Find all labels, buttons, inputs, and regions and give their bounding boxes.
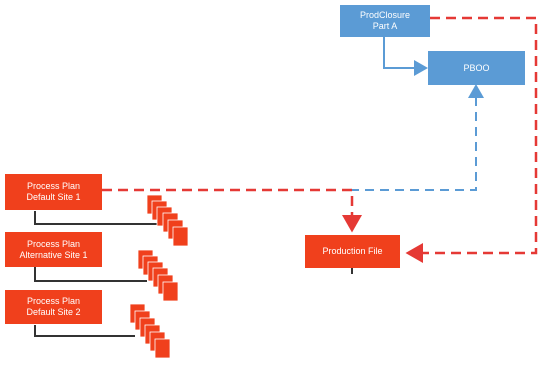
process-plan-alternative-site-1-label: Process Plan Alternative Site 1 <box>19 238 88 260</box>
processplan-to-pboo-dashed-link <box>350 84 484 191</box>
production-file-node: Production File <box>305 235 400 268</box>
prodclosure-label: ProdClosure Part A <box>359 10 411 31</box>
pboo-label: PBOO <box>463 62 490 73</box>
process-plan-default-site-2-node: Process Plan Default Site 2 <box>5 290 102 324</box>
prodclosure-to-pboo-link <box>383 37 428 76</box>
process-plan-default-site-1-label: Process Plan Default Site 1 <box>26 181 81 202</box>
pboo-node: PBOO <box>428 51 525 85</box>
processplan-1-doc-connector <box>34 211 160 225</box>
prodclosure-node: ProdClosure Part A <box>340 5 430 37</box>
process-plan-alternative-site-1-node: Process Plan Alternative Site 1 <box>5 232 102 267</box>
processplan-to-production-file-dashed-link <box>102 188 362 233</box>
prodclosure-to-production-file-dashed-link <box>405 16 538 263</box>
processplan-2-doc-connector <box>34 267 147 282</box>
process-plan-default-site-2-label: Process Plan Default Site 2 <box>26 296 81 317</box>
production-file-label: Production File <box>322 246 383 256</box>
document-stack-2 <box>137 249 179 302</box>
processplan-3-doc-connector <box>34 325 135 337</box>
process-plan-default-site-1-node: Process Plan Default Site 1 <box>5 174 102 210</box>
document-stack-1 <box>146 194 189 247</box>
document-stack-3 <box>129 303 171 359</box>
